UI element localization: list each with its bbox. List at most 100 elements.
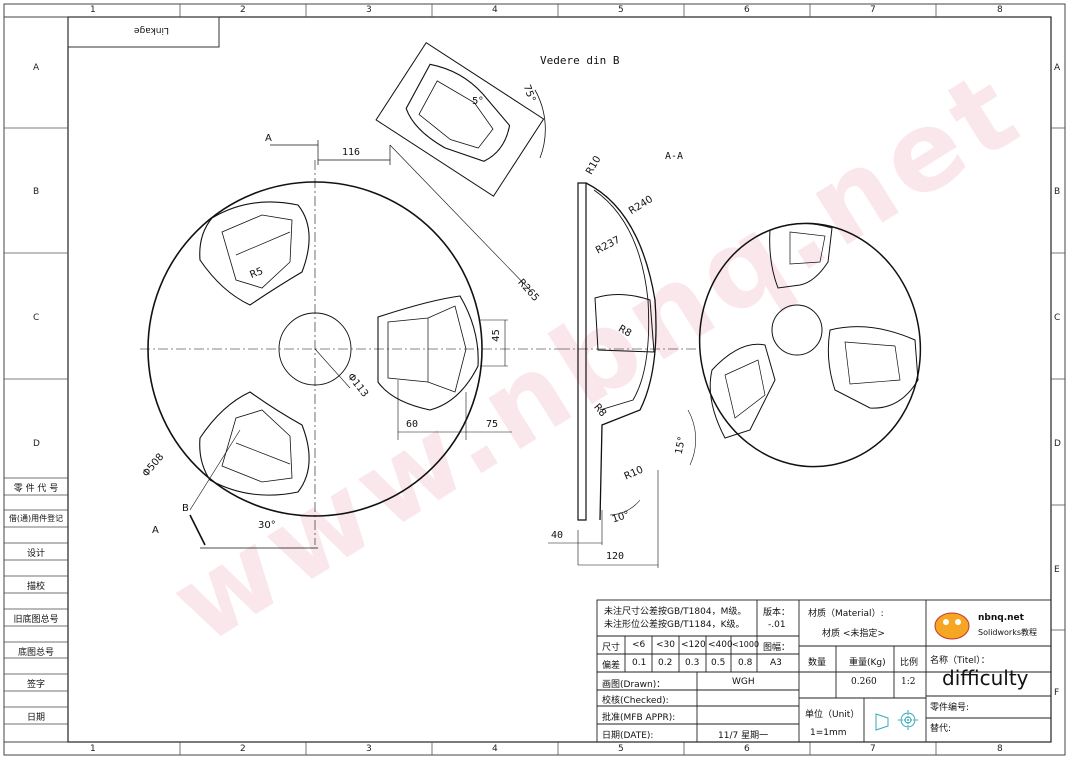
row-label: D <box>33 439 40 449</box>
col-label: 5 <box>618 5 624 15</box>
row-label: B <box>33 187 40 197</box>
version-label: 版本： <box>763 608 791 618</box>
col-label: 4 <box>492 5 498 15</box>
section-view-title: A-A <box>665 151 684 162</box>
side-label: 设计 <box>26 549 45 559</box>
sheet-size-label: 图幅： <box>763 643 791 653</box>
col-label: 1 <box>90 5 96 15</box>
stamp-text: Linkage <box>134 25 170 35</box>
version-value: -.01 <box>768 620 786 630</box>
weight-label: 重量(Kg) <box>849 658 886 668</box>
row-label: A <box>33 63 40 73</box>
detail-view-b <box>375 42 545 197</box>
scale-value: 1:2 <box>901 677 916 687</box>
dev-col: 0.5 <box>711 658 726 668</box>
drawn-label: 画图(Drawn)： <box>602 680 666 690</box>
dev-row-label: 偏差 <box>602 661 621 671</box>
dim-60: 60 <box>406 419 419 430</box>
zone-ticks <box>4 4 1065 755</box>
col-label: 6 <box>744 744 750 754</box>
side-label: 签字 <box>26 680 45 690</box>
side-label: 旧底图总号 <box>13 615 59 625</box>
unit-value: 1=1mm <box>810 728 847 738</box>
tolerance-note-2: 未注形位公差按GB/T1184，K级。 <box>604 620 745 630</box>
projection-symbol <box>875 710 918 731</box>
size-row-label: 尺寸 <box>602 643 621 653</box>
checked-label: 校核(Checked): <box>602 696 669 706</box>
side-label: 零 件 代 号 <box>13 484 59 494</box>
side-label: 借(通)用件登记 <box>8 514 64 523</box>
inner-frame <box>67 16 1052 743</box>
size-col: <400 <box>708 640 733 650</box>
qty-label: 数量 <box>808 658 827 668</box>
dev-col: 0.3 <box>685 658 700 668</box>
col-label: 7 <box>870 5 876 15</box>
row-label: C <box>33 313 40 323</box>
col-label: 8 <box>997 5 1003 15</box>
name-label: 名称（Titel）： <box>930 656 990 666</box>
dim-5deg: 5° <box>472 96 484 107</box>
material-value: 材质 <未指定> <box>822 629 885 639</box>
outer-frame <box>3 3 1066 756</box>
col-label: 5 <box>618 744 624 754</box>
col-label: 1 <box>90 744 96 754</box>
part-name: difficulty <box>942 666 1029 690</box>
size-col: <1000 <box>732 640 760 649</box>
dim-120: 120 <box>606 551 625 562</box>
side-label: 描校 <box>26 582 45 592</box>
col-label: 8 <box>997 744 1003 754</box>
col-label: 4 <box>492 744 498 754</box>
weight-value: 0.260 <box>851 677 877 687</box>
title-block-grid <box>596 599 1052 743</box>
detail-view-title: Vedere din B <box>540 54 620 67</box>
section-mark-a-top: A <box>265 133 272 144</box>
iso-view <box>698 222 922 468</box>
col-label: 3 <box>366 744 372 754</box>
date-label: 日期(DATE): <box>602 731 654 741</box>
col-label: 7 <box>870 744 876 754</box>
part-no-label: 零件编号: <box>930 703 970 713</box>
logo-subtitle: Solidworks教程 <box>978 628 1038 637</box>
dev-col: 0.2 <box>658 658 673 668</box>
dim-45: 45 <box>490 329 502 342</box>
scale-label: 比例 <box>900 658 919 668</box>
logo-icon <box>934 612 970 640</box>
size-col: <6 <box>632 640 646 650</box>
col-label: 2 <box>240 744 246 754</box>
replace-label: 替代: <box>930 724 952 734</box>
dim-116: 116 <box>342 147 361 158</box>
dev-col: 0.1 <box>632 658 647 668</box>
material-label: 材质（Material）: <box>808 609 884 619</box>
pocket-right <box>377 295 479 411</box>
col-label: 2 <box>240 5 246 15</box>
col-label: 3 <box>366 5 372 15</box>
unit-label: 单位（Unit） <box>805 710 860 720</box>
tolerance-note-1: 未注尺寸公差按GB/T1804，M级。 <box>604 607 747 617</box>
logo-site: nbnq.net <box>978 613 1024 623</box>
row-label: D <box>1054 439 1061 449</box>
sheet-size-value: A3 <box>770 658 782 668</box>
size-col: <120 <box>681 640 706 650</box>
row-label: C <box>1054 313 1061 323</box>
row-label: F <box>1054 688 1060 698</box>
section-view <box>548 182 700 568</box>
front-view <box>140 140 560 549</box>
dev-col: 0.8 <box>738 658 753 668</box>
stamp-box <box>67 16 220 48</box>
dim-40: 40 <box>551 530 564 541</box>
dim-30deg: 30° <box>258 520 276 531</box>
angle-arc-75 <box>534 89 546 159</box>
dim-75: 75 <box>486 419 499 430</box>
section-mark-a-bot: A <box>152 525 159 536</box>
row-label: E <box>1054 565 1060 575</box>
pocket-lower <box>199 391 310 496</box>
date-value: 11/7 星期一 <box>718 731 769 741</box>
side-table <box>4 477 68 725</box>
view-mark-b: B <box>182 503 189 514</box>
row-label: A <box>1054 63 1061 73</box>
approved-label: 批准(MFB APPR): <box>602 713 676 723</box>
side-label: 底图总号 <box>17 648 54 658</box>
row-label: B <box>1054 187 1061 197</box>
drawn-value: WGH <box>732 677 755 687</box>
